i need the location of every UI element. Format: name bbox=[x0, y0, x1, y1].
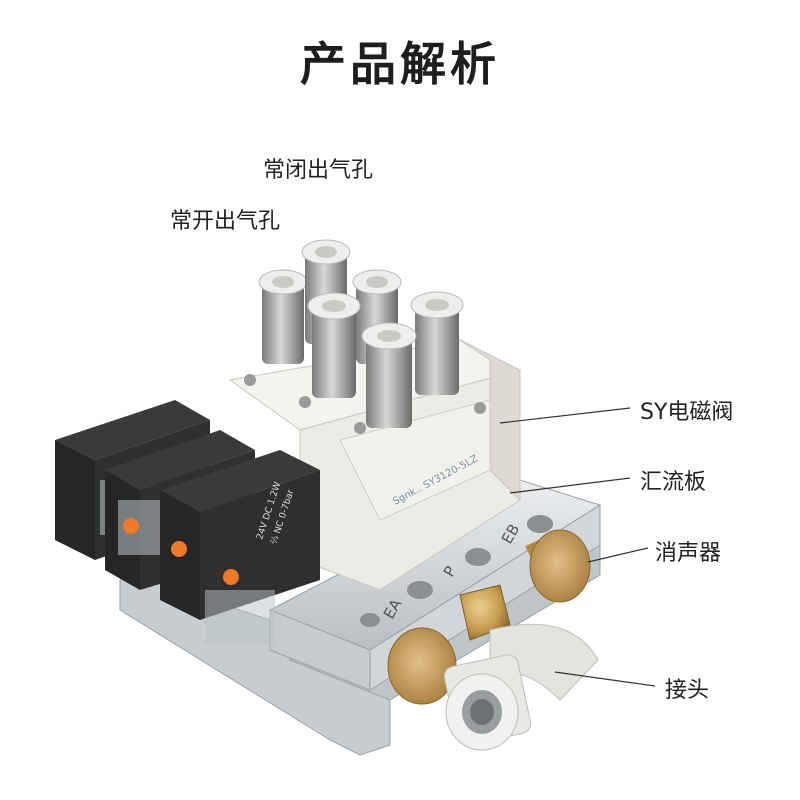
leader-line-fitting bbox=[554, 671, 656, 687]
callout-normally-closed-outlet: 常闭出气孔 bbox=[263, 158, 374, 183]
silencer bbox=[525, 529, 591, 603]
silencer bbox=[387, 627, 457, 705]
brass-nipple bbox=[459, 584, 511, 641]
outlet-fitting bbox=[307, 292, 361, 398]
elbow-fitting bbox=[443, 623, 599, 751]
callout-sy-solenoid-valve: SY电磁阀 bbox=[640, 400, 734, 425]
manual-override-indicator bbox=[123, 518, 139, 534]
solenoid-coils: 24V DC 1.2W ⅔ NC 0-7bar bbox=[55, 400, 320, 645]
callout-silencer: 消声器 bbox=[655, 541, 722, 566]
callout-fitting: 接头 bbox=[665, 678, 710, 703]
leader-lines bbox=[499, 407, 656, 687]
page-title: 产品解析 bbox=[300, 37, 500, 91]
outlet-fitting bbox=[410, 291, 464, 395]
manual-override-indicator bbox=[223, 569, 239, 585]
outlet-fitting bbox=[361, 322, 417, 428]
leader-line-silencer bbox=[587, 547, 649, 563]
callout-normally-open-outlet: 常开出气孔 bbox=[170, 209, 281, 234]
leader-line-manifold bbox=[509, 477, 631, 494]
callout-manifold: 汇流板 bbox=[640, 470, 707, 495]
manual-override-indicator bbox=[171, 541, 187, 557]
outlet-fitting bbox=[258, 269, 308, 364]
leader-line-valve bbox=[499, 407, 631, 424]
air-outlet-fittings bbox=[258, 239, 464, 428]
